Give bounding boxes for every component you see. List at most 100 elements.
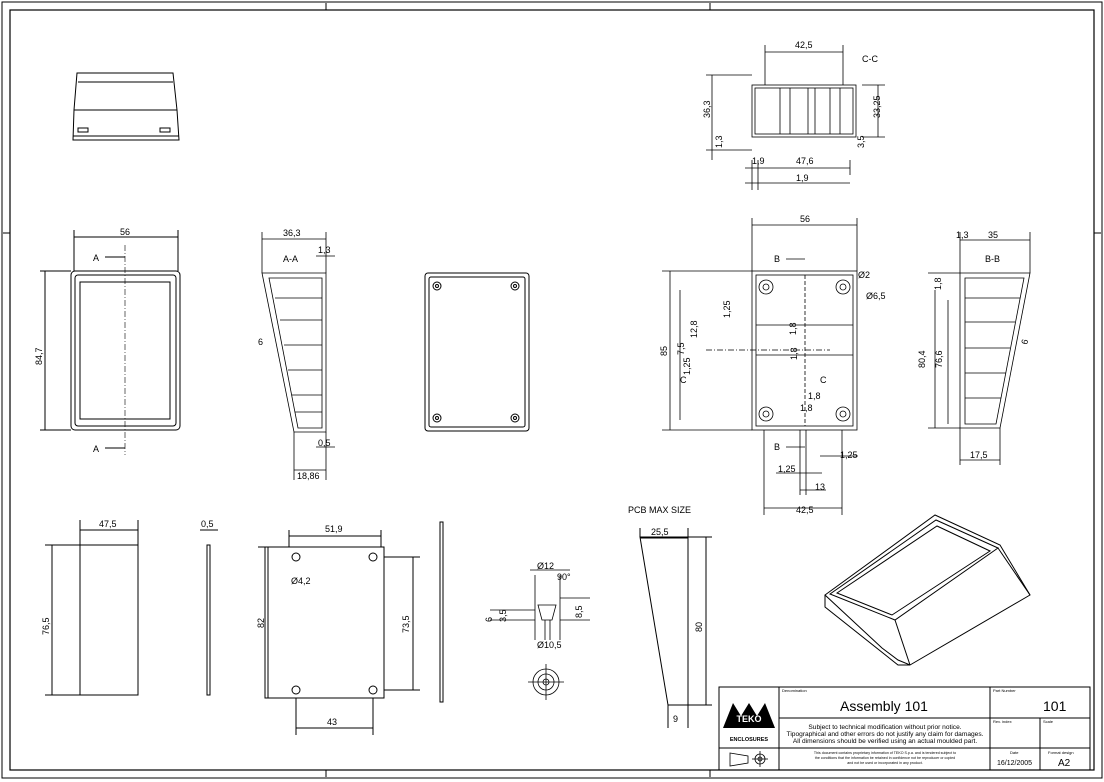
dim-top-bottom-13: 13 [815, 482, 825, 492]
dim-cc-inner-width: 47,6 [796, 156, 814, 166]
dim-top-hole-d: Ø2 [858, 270, 870, 280]
dim-top-width: 56 [800, 214, 810, 224]
dim-cc-bottom: 1,9 [796, 173, 809, 183]
dim-cc-wall-right: 3,5 [856, 135, 866, 148]
dim-front-width: 56 [120, 227, 130, 237]
tb-notice-line1: Subject to technical modification withou… [808, 724, 961, 731]
tb-scale-label: Scale [1043, 719, 1054, 724]
dim-top-bottom-width: 42,5 [796, 505, 814, 515]
dim-cc-wall-left: 1,3 [714, 135, 724, 148]
dim-top-rib3: 7,5 [676, 342, 686, 355]
dim-screw-head: Ø12 [537, 561, 554, 571]
tb-confidential-line1: This document contains proprietary infor… [814, 751, 956, 755]
section-marker-b-top: B [774, 254, 780, 264]
screw-detail [490, 569, 590, 700]
dim-top-boss-d: Ø6,5 [866, 291, 886, 301]
dim-pcbmax-top: 25,5 [651, 527, 669, 537]
dim-top-rib1: 1,25 [722, 300, 732, 318]
tb-confidential-line2: the conditions that the information be r… [815, 756, 955, 760]
dim-aa-side: 6 [258, 337, 263, 347]
dim-screw-body: Ø10,5 [537, 640, 562, 650]
logo-brand: TEKO [736, 714, 761, 724]
tb-notice-line3: All dimensions should be verified using … [793, 738, 978, 745]
dim-cc-bottom-left: 1,9 [752, 156, 765, 166]
tb-rev-index-label: Rev. index [993, 719, 1012, 724]
section-marker-b-bottom: B [774, 442, 780, 452]
dim-screw-h2: 3,5 [498, 609, 508, 622]
section-cc-label: C-C [862, 54, 878, 64]
dim-top-rib4: 1,25 [682, 357, 692, 375]
teko-logo: TEKO ENCLOSURES [723, 703, 775, 743]
dim-bb-side: 6 [1019, 338, 1030, 345]
dim-top-bottom-rib1: 1,25 [778, 464, 796, 474]
section-aa-view [261, 232, 335, 480]
dim-screw-h3: 8,5 [574, 605, 584, 618]
section-cc-view [706, 45, 885, 190]
tb-format-label: Format design [1048, 750, 1074, 755]
section-marker-c-left: C [680, 375, 687, 385]
dim-aa-bottom-wall: 0,5 [318, 438, 331, 448]
back-view [424, 272, 530, 432]
tb-part-number: 101 [1043, 698, 1067, 714]
dim-bb-h1: 80,4 [917, 350, 927, 368]
logo-caption: ENCLOSURES [730, 737, 769, 743]
front-view [40, 230, 181, 455]
tb-title: Assembly 101 [840, 698, 928, 714]
section-marker-a-bottom: A [93, 444, 99, 454]
section-marker-a-top: A [93, 253, 99, 263]
dim-bb-rib: 1,8 [933, 277, 943, 290]
panel-view [45, 520, 218, 696]
section-bb-label: B-B [985, 254, 1000, 264]
section-marker-c-right: C [820, 375, 827, 385]
dim-pcb-bottom: 43 [327, 717, 337, 727]
dim-pcb-height: 82 [256, 618, 266, 628]
enclosure-front-iso-view [72, 72, 180, 141]
dim-panel-width: 47,5 [99, 519, 117, 529]
pcb-view [258, 521, 444, 735]
dim-screw-angle: 90° [557, 572, 571, 582]
dim-cc-width: 42,5 [795, 40, 813, 50]
tb-denomination-label: Denomination [782, 688, 807, 693]
tb-notice-line2: Tipographical and other errors do not ju… [787, 731, 984, 738]
interior-top-view [662, 218, 858, 515]
dim-aa-width: 36,3 [283, 228, 301, 238]
dim-top-rib2: 12,8 [689, 320, 699, 338]
dim-top-rib8: 1,8 [800, 403, 813, 413]
dim-bb-base: 17,5 [970, 450, 988, 460]
dim-panel-height: 76,5 [41, 617, 51, 635]
dim-bb-top: 1,3 [956, 230, 969, 240]
dim-top-bottom-rib2: 1,25 [840, 450, 858, 460]
tb-date: 16/12/2005 [997, 760, 1032, 767]
tb-confidential-line3: and not be used or incorporated in any p… [847, 761, 923, 765]
section-bb-view [928, 232, 1031, 465]
dim-aa-base: 18,86 [297, 471, 320, 481]
dim-cc-inner-height: 33,25 [872, 95, 882, 118]
dim-top-height: 85 [659, 346, 669, 356]
tb-part-number-label: Part Number [993, 688, 1016, 693]
dim-pcbmax-bottom: 9 [673, 714, 678, 724]
pcb-max-size-view [639, 528, 712, 728]
enclosure-isometric-view [824, 514, 1031, 666]
dim-pcb-width: 51,9 [325, 524, 343, 534]
dim-top-rib5: 1,8 [788, 322, 798, 335]
dim-screw-h1: 6 [484, 617, 494, 622]
dim-aa-top-wall: 1,3 [318, 245, 331, 255]
dim-pcb-hole: Ø4,2 [291, 576, 311, 586]
dim-pcbmax-height: 80 [694, 622, 704, 632]
dim-bb-h2: 76,6 [934, 350, 944, 368]
dim-bb-width: 35 [988, 230, 998, 240]
dim-front-height: 84,7 [34, 347, 44, 365]
section-aa-label: A-A [283, 254, 298, 264]
dim-cc-height: 36,3 [702, 100, 712, 118]
dim-top-rib6: 1,8 [789, 347, 799, 360]
dim-pcb-inner-height: 73,5 [401, 615, 411, 633]
pcb-max-size-title: PCB MAX SIZE [628, 505, 691, 515]
tb-format: A2 [1058, 758, 1071, 769]
projection-symbol-icon [729, 751, 768, 767]
title-block [718, 686, 1091, 771]
dim-top-rib7: 1,8 [808, 391, 821, 401]
tb-date-label: Date [1010, 750, 1019, 755]
dim-panel-thick: 0,5 [201, 519, 214, 529]
